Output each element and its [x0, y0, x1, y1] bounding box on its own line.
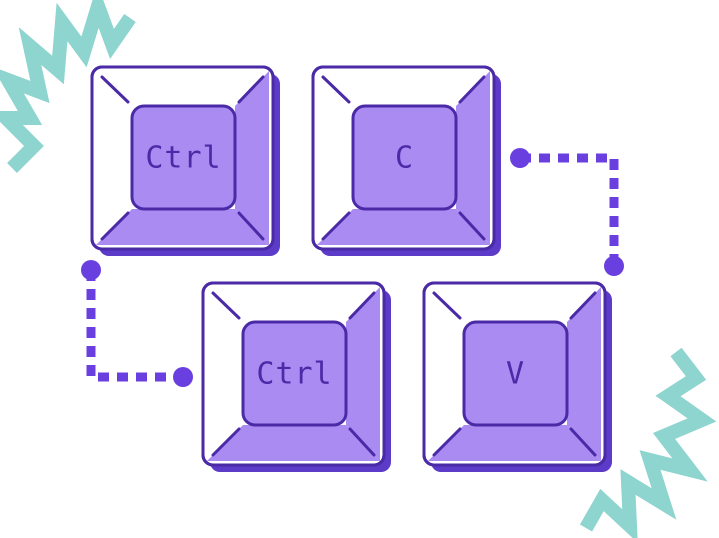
key-bevel-line: [321, 211, 351, 241]
key-bevel-line: [321, 75, 351, 104]
key-bevel-line: [569, 291, 597, 320]
key-side-right: [346, 287, 380, 461]
key-bevel-line: [211, 291, 241, 320]
key-bevel-line: [348, 427, 376, 457]
key-bevel-line: [237, 75, 265, 104]
key-label: C: [395, 141, 414, 176]
key-bevel-line: [569, 427, 597, 457]
key-label: Ctrl: [145, 141, 221, 176]
key-outline: [422, 281, 607, 467]
key-bevel-line: [100, 75, 130, 104]
key-c: C: [311, 65, 501, 256]
key-outline: [311, 65, 496, 251]
key-ctrl-top: Ctrl: [90, 65, 280, 256]
key-cap: [462, 320, 569, 427]
key-bevel-line: [458, 211, 486, 241]
zigzag-scribble-icon: [579, 347, 717, 538]
key-outline: [201, 281, 386, 467]
key-outline: [90, 65, 275, 251]
key-bevel-line: [211, 427, 241, 457]
key-bevel-line: [432, 291, 462, 320]
dotted-connector-icon: [81, 260, 193, 387]
key-side-right: [235, 71, 269, 245]
key-bevel-line: [458, 75, 486, 104]
key-side-right: [567, 287, 601, 461]
key-side-bottom: [96, 209, 269, 245]
key-side-bottom: [317, 209, 490, 245]
key-label: V: [506, 357, 525, 392]
key-v: V: [422, 281, 612, 472]
zigzag-scribble-icon: [0, 0, 136, 173]
key-cap: [351, 104, 458, 211]
key-ctrl-bottom: Ctrl: [201, 281, 391, 472]
key-side-right: [456, 71, 490, 245]
key-side-bottom: [428, 425, 601, 461]
key-bevel-line: [348, 291, 376, 320]
key-bevel-line: [432, 427, 462, 457]
dotted-connector-icon: [510, 148, 624, 276]
key-cap: [241, 320, 348, 427]
key-bevel-line: [237, 211, 265, 241]
key-side-bottom: [207, 425, 380, 461]
key-cap: [130, 104, 237, 211]
key-label: Ctrl: [256, 357, 332, 392]
key-bevel-line: [100, 211, 130, 241]
